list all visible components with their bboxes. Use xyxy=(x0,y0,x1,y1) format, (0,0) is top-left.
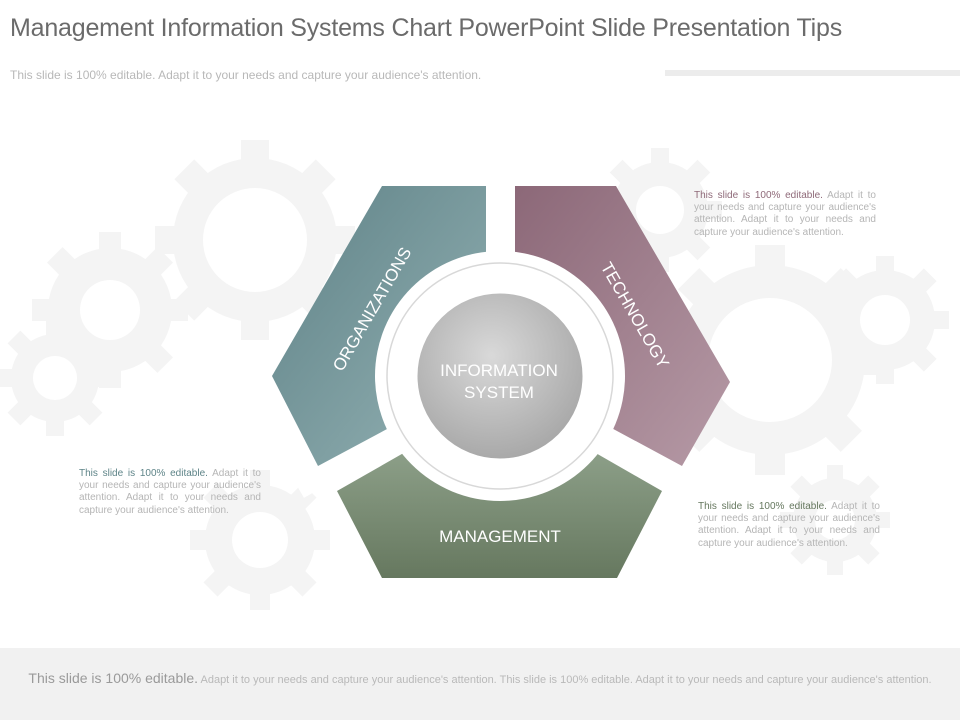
footer-text: This slide is 100% editable. Adapt it to… xyxy=(14,670,946,688)
gears-background xyxy=(0,140,949,610)
information-system-diagram: INFORMATION SYSTEM ORGANIZATIONS TECHNOL… xyxy=(272,186,730,578)
organizations-note: This slide is 100% editable. Adapt it to… xyxy=(79,468,261,517)
footer-lead: This slide is 100% editable. xyxy=(28,670,199,686)
technology-note-lead: This slide is 100% editable. xyxy=(694,190,823,201)
center-label-line2: SYSTEM xyxy=(464,383,534,402)
technology-note: This slide is 100% editable. Adapt it to… xyxy=(694,190,876,239)
organizations-note-lead: This slide is 100% editable. xyxy=(79,468,208,479)
center-circle xyxy=(414,290,586,462)
center-label-line1: INFORMATION xyxy=(440,361,558,380)
slide-subtitle: This slide is 100% editable. Adapt it to… xyxy=(10,68,482,82)
title-divider xyxy=(665,70,960,76)
technology-note-body: Adapt it to your needs and capture your … xyxy=(694,190,876,238)
organizations-note-body: Adapt it to your needs and capture your … xyxy=(79,468,261,516)
management-note: This slide is 100% editable. Adapt it to… xyxy=(698,501,880,550)
management-note-body: Adapt it to your needs and capture your … xyxy=(698,501,880,549)
slide-title: Management Information Systems Chart Pow… xyxy=(10,14,843,42)
management-label: MANAGEMENT xyxy=(439,527,561,546)
footer-band: This slide is 100% editable. Adapt it to… xyxy=(0,648,960,720)
management-note-lead: This slide is 100% editable. xyxy=(698,501,827,512)
footer-body: Adapt it to your needs and capture your … xyxy=(198,674,932,686)
gear-icon xyxy=(0,320,113,436)
